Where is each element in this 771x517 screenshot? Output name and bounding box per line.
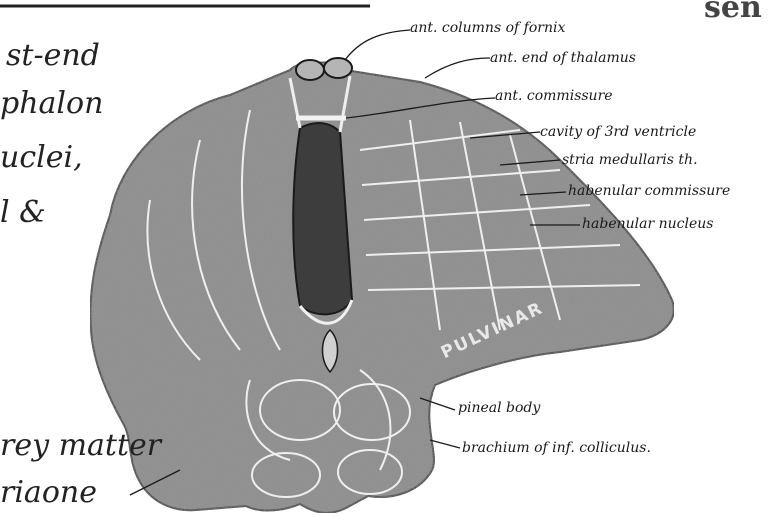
fornix-column-right <box>324 58 352 78</box>
label-stria-medullaris: stria medullaris th. <box>562 152 698 168</box>
label-ant-columns-fornix: ant. columns of fornix <box>410 20 565 36</box>
left-text-line-4: l & <box>0 195 46 230</box>
left-text-line-6: riaone <box>0 475 97 510</box>
left-text-line-2: phalon <box>0 86 103 121</box>
label-pineal-body: pineal body <box>458 400 540 416</box>
label-brachium-inf-colliculus: brachium of inf. colliculus. <box>462 440 651 456</box>
label-habenular-nucleus: habenular nucleus <box>582 216 713 232</box>
left-text-line-3: uclei, <box>0 140 83 175</box>
left-text-line-1: st-end <box>6 38 100 73</box>
label-habenular-commissure: habenular commissure <box>568 183 730 199</box>
label-cavity-3rd-ventricle: cavity of 3rd ventricle <box>540 124 696 140</box>
label-ant-commissure: ant. commissure <box>495 88 613 104</box>
label-ant-end-thalamus: ant. end of thalamus <box>490 50 636 66</box>
fornix-column-left <box>296 60 324 80</box>
corner-text: sen <box>704 0 762 25</box>
left-text-line-5: rey matter <box>0 428 161 463</box>
